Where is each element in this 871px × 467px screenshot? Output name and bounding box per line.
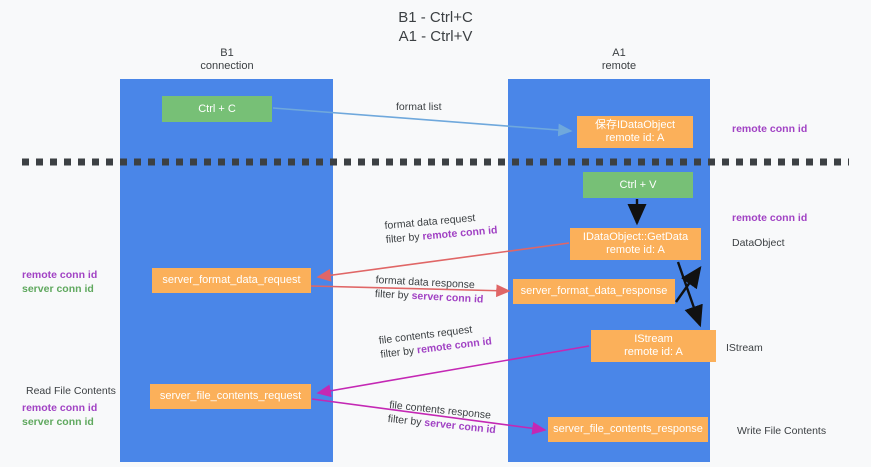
- arrow-format-list: [272, 107, 573, 137]
- annotation-left-conn-ids-top: remote conn id server conn id: [22, 268, 97, 296]
- swimlane-header-a1: A1 remote: [542, 47, 696, 73]
- annotation-right-remote-conn-id-top: remote conn id: [732, 123, 808, 135]
- swimlane-header-b1-title: B1: [220, 47, 234, 59]
- filter-prefix: filter by: [387, 412, 425, 429]
- arrow-file-contents-request: [316, 345, 590, 398]
- box-istream[interactable]: IStream remote id: A: [591, 330, 716, 362]
- annotation-left-remote-conn-id-2: remote conn id: [22, 402, 98, 414]
- box-server-format-data-request[interactable]: server_format_data_request: [152, 268, 311, 293]
- box-idataobject-getdata[interactable]: IDataObject::GetData remote id: A: [570, 228, 701, 260]
- title-line-1: B1 - Ctrl+C: [398, 9, 473, 26]
- arrow-format-data-request: [316, 242, 570, 282]
- edge-label-format-data-response: format data response filter by server co…: [375, 273, 485, 307]
- box-server-file-contents-response-label: server_file_contents_response: [553, 423, 703, 435]
- box-ctrl-v[interactable]: Ctrl + V: [583, 172, 693, 198]
- arrow-format-data-response: [310, 284, 511, 298]
- annotation-left-read-file-contents: Read File Contents: [26, 385, 116, 397]
- box-ctrl-c-label: Ctrl + C: [198, 102, 236, 115]
- box-ctrl-v-label: Ctrl + V: [619, 178, 657, 191]
- annotation-left-server-conn-id-2: server conn id: [22, 416, 94, 428]
- swimlane-header-a1-title: A1: [612, 47, 626, 59]
- title-line-2: A1 - Ctrl+V: [398, 28, 473, 45]
- annotation-left-remote-conn-id-1: remote conn id: [22, 269, 98, 281]
- box-idataobject-getdata-line-2: remote id: A: [606, 244, 665, 256]
- swimlane-header-a1-subtitle: remote: [601, 60, 637, 72]
- box-save-idataobject-line-1: 保存IDataObject: [594, 119, 676, 131]
- box-server-format-data-response-label: server_format_data_response: [520, 285, 668, 297]
- swimlane-header-b1: B1 connection: [150, 47, 304, 73]
- arrow-getdata-to-istream: [676, 261, 703, 328]
- filter-value-server-conn-id: server conn id: [411, 289, 484, 306]
- box-ctrl-c[interactable]: Ctrl + C: [162, 96, 272, 122]
- box-save-idataobject[interactable]: 保存IDataObject remote id: A: [577, 116, 693, 148]
- box-istream-line-1: IStream: [634, 333, 673, 345]
- annotation-left-server-conn-id-1: server conn id: [22, 283, 94, 295]
- swimlane-header-b1-subtitle: connection: [200, 60, 254, 72]
- arrow-response-to-istream: [675, 266, 702, 303]
- box-save-idataobject-line-2: remote id: A: [605, 132, 665, 144]
- arrow-file-contents-response: [311, 398, 547, 435]
- box-server-format-data-response[interactable]: server_format_data_response: [513, 279, 675, 304]
- box-server-format-data-request-label: server_format_data_request: [162, 274, 301, 286]
- box-istream-line-2: remote id: A: [624, 346, 683, 358]
- box-idataobject-getdata-line-1: IDataObject::GetData: [582, 231, 689, 243]
- filter-prefix: filter by: [385, 230, 423, 246]
- annotation-right-dataobject: DataObject: [732, 237, 785, 249]
- box-server-file-contents-request-label: server_file_contents_request: [159, 390, 302, 402]
- box-server-file-contents-response[interactable]: server_file_contents_response: [548, 417, 708, 442]
- edge-label-format-list: format list: [396, 101, 442, 113]
- diagram-title: B1 - Ctrl+C A1 - Ctrl+V: [0, 8, 871, 46]
- filter-prefix: filter by: [374, 287, 412, 302]
- annotation-right-write-file-contents: Write File Contents: [737, 425, 827, 437]
- annotation-right-istream: IStream: [726, 342, 763, 354]
- box-server-file-contents-request[interactable]: server_file_contents_request: [150, 384, 311, 409]
- annotation-right-remote-conn-id-mid: remote conn id: [732, 212, 808, 224]
- annotation-left-conn-ids-bottom: remote conn id server conn id: [22, 401, 97, 429]
